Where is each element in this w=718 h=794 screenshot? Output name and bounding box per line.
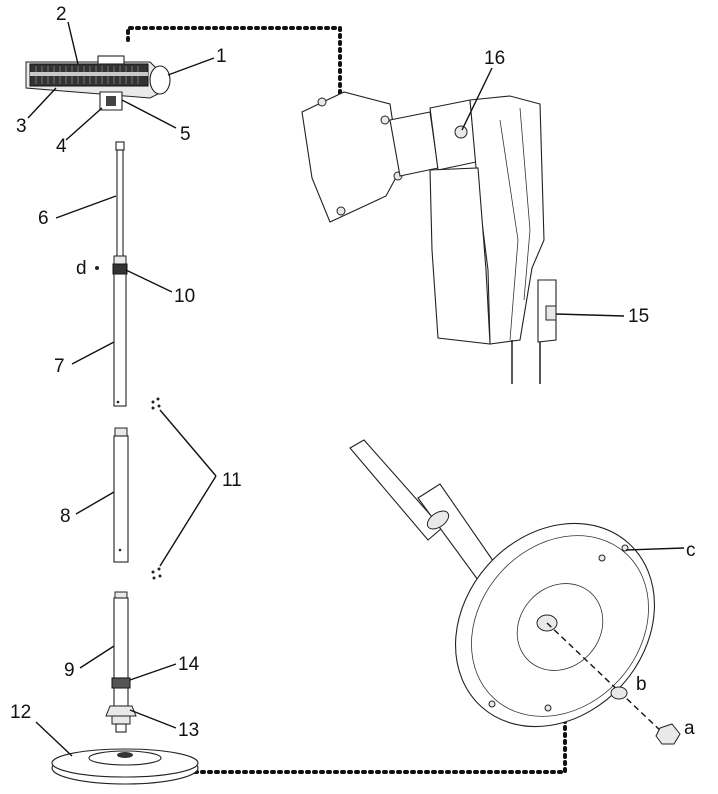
base-plate xyxy=(51,748,199,785)
screw-d xyxy=(95,266,99,270)
connector-heater-to-detail xyxy=(126,26,342,97)
label-5: 5 xyxy=(180,124,191,145)
label-b: b xyxy=(636,674,647,695)
screws-11 xyxy=(151,397,162,580)
base-detail-view xyxy=(349,439,681,745)
label-14: 14 xyxy=(178,654,200,675)
label-a: a xyxy=(684,718,695,739)
pole-section-8 xyxy=(113,427,129,563)
label-d: d xyxy=(76,258,87,279)
label-6: 6 xyxy=(38,208,49,229)
label-9: 9 xyxy=(64,660,75,681)
bracket-detail-view xyxy=(301,91,557,384)
label-10: 10 xyxy=(174,286,195,307)
label-c: c xyxy=(686,540,696,561)
label-4: 4 xyxy=(56,136,67,157)
heater-unit xyxy=(25,55,171,111)
label-1: 1 xyxy=(216,46,227,67)
pole-section-7 xyxy=(113,273,127,407)
label-11: 11 xyxy=(222,470,242,491)
leader-lines xyxy=(27,21,685,757)
callout-labels: 1 2 3 4 5 6 d 10 7 11 8 9 14 13 12 16 15… xyxy=(10,4,696,741)
label-7: 7 xyxy=(54,356,65,377)
label-2: 2 xyxy=(56,4,67,25)
pole-section-9 xyxy=(105,591,137,733)
label-15: 15 xyxy=(628,306,649,327)
pole-upper xyxy=(112,141,128,275)
label-12: 12 xyxy=(10,702,31,723)
connector-base-to-detail xyxy=(193,698,567,774)
label-13: 13 xyxy=(178,720,199,741)
label-8: 8 xyxy=(60,506,71,527)
label-3: 3 xyxy=(16,116,27,137)
label-16: 16 xyxy=(484,48,505,69)
